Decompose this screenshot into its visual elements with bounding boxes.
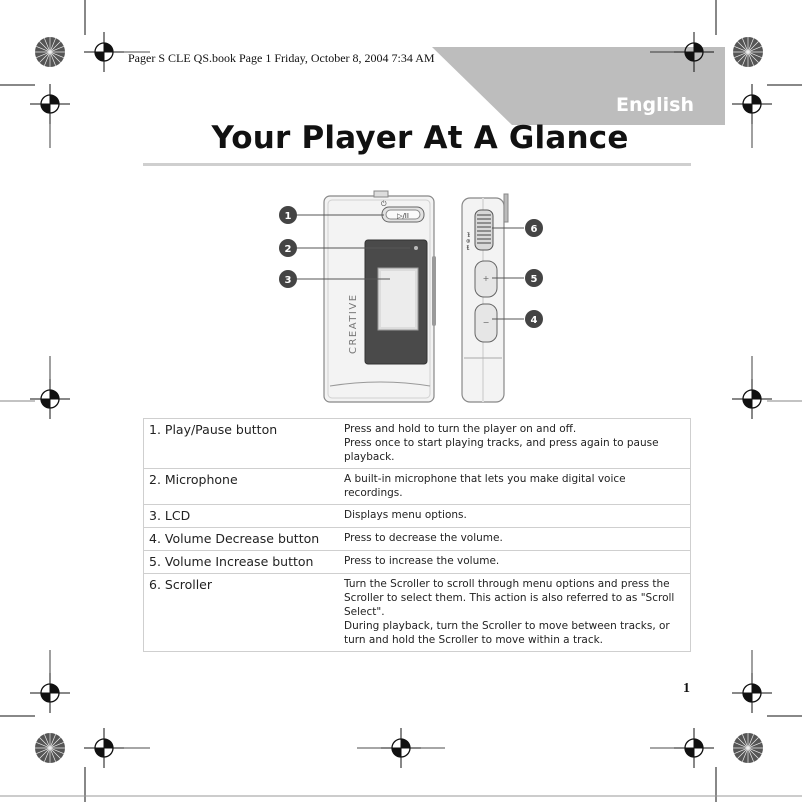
play-pause-icon: ▷/II [397, 212, 409, 220]
description-line: Press and hold to turn the player on and… [344, 423, 577, 435]
player-side-view: ⏮ ⊕ ⏭ + − [461, 193, 509, 403]
brand-logo: CREATIVE [348, 293, 359, 354]
power-icon: ⏻ [381, 200, 387, 208]
part-description: Press to increase the volume. [339, 550, 691, 574]
svg-text:+: + [483, 274, 490, 283]
callout-3: 3 [285, 275, 292, 286]
description-line: During playback, turn the Scroller to mo… [344, 620, 670, 646]
description-line: Press to decrease the volume. [344, 532, 503, 544]
description-line: Press once to start playing tracks, and … [344, 437, 659, 463]
title-divider [143, 163, 691, 166]
player-illustration: ▷/II ⏻ CREATIVE ⏮ ⊕ ⏭ + − [279, 190, 543, 403]
table-row: 1. Play/Pause button Press and hold to tu… [143, 418, 691, 469]
description-line: Press to increase the volume. [344, 555, 500, 567]
part-name: 4. Volume Decrease button [143, 527, 339, 551]
callout-5: 5 [531, 274, 538, 285]
svg-text:⏮ ⊕ ⏭: ⏮ ⊕ ⏭ [466, 232, 472, 250]
player-front-view: ▷/II ⏻ CREATIVE [323, 190, 436, 403]
print-header: Pager S CLE QS.book Page 1 Friday, Octob… [128, 51, 435, 65]
part-name: 5. Volume Increase button [143, 550, 339, 574]
callout-4: 4 [531, 315, 538, 326]
table-row: 5. Volume Increase button Press to increa… [143, 550, 691, 574]
svg-text:−: − [483, 318, 490, 327]
language-tab: English [616, 94, 694, 116]
parts-table: 1. Play/Pause button Press and hold to tu… [143, 418, 691, 652]
table-row: 4. Volume Decrease button Press to decrea… [143, 527, 691, 551]
part-name: 2. Microphone [143, 468, 339, 505]
part-description: A built-in microphone that lets you make… [339, 468, 691, 505]
description-line: Displays menu options. [344, 509, 467, 521]
part-description: Displays menu options. [339, 504, 691, 528]
part-description: Turn the Scroller to scroll through menu… [339, 573, 691, 652]
part-name: 6. Scroller [143, 573, 339, 652]
table-row: 3. LCD Displays menu options. [143, 504, 691, 528]
part-name: 3. LCD [143, 504, 339, 528]
part-description: Press and hold to turn the player on and… [339, 418, 691, 469]
part-description: Press to decrease the volume. [339, 527, 691, 551]
page-number: 1 [683, 681, 690, 696]
callout-1: 1 [285, 211, 292, 222]
callout-2: 2 [285, 244, 292, 255]
callout-6: 6 [531, 224, 538, 235]
part-name: 1. Play/Pause button [143, 418, 339, 469]
description-line: A built-in microphone that lets you make… [344, 473, 626, 499]
page-title: Your Player At A Glance [211, 120, 629, 156]
description-line: Turn the Scroller to scroll through menu… [344, 578, 675, 618]
